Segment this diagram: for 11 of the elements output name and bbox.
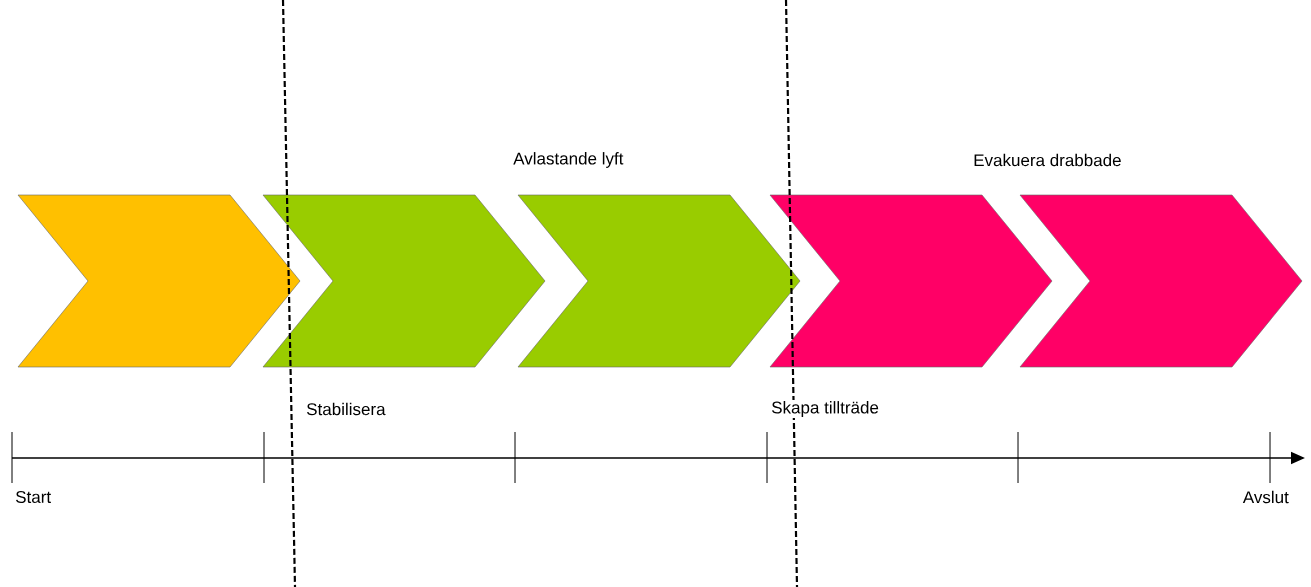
timeline-label: Avslut (1242, 490, 1289, 504)
chevron-shape (517, 194, 801, 368)
step-label: Skapa tillträde (770, 400, 880, 418)
step-label: Stabilisera (305, 401, 387, 417)
chevron-shape (262, 194, 546, 368)
step-label: Avlastande lyft (512, 151, 625, 169)
chevron-shape (17, 194, 301, 368)
timeline-label: Start (15, 491, 51, 504)
chevron-shape (1019, 194, 1303, 368)
step-label: Evakuera drabbade (972, 152, 1123, 168)
chevron-shape (769, 194, 1053, 368)
